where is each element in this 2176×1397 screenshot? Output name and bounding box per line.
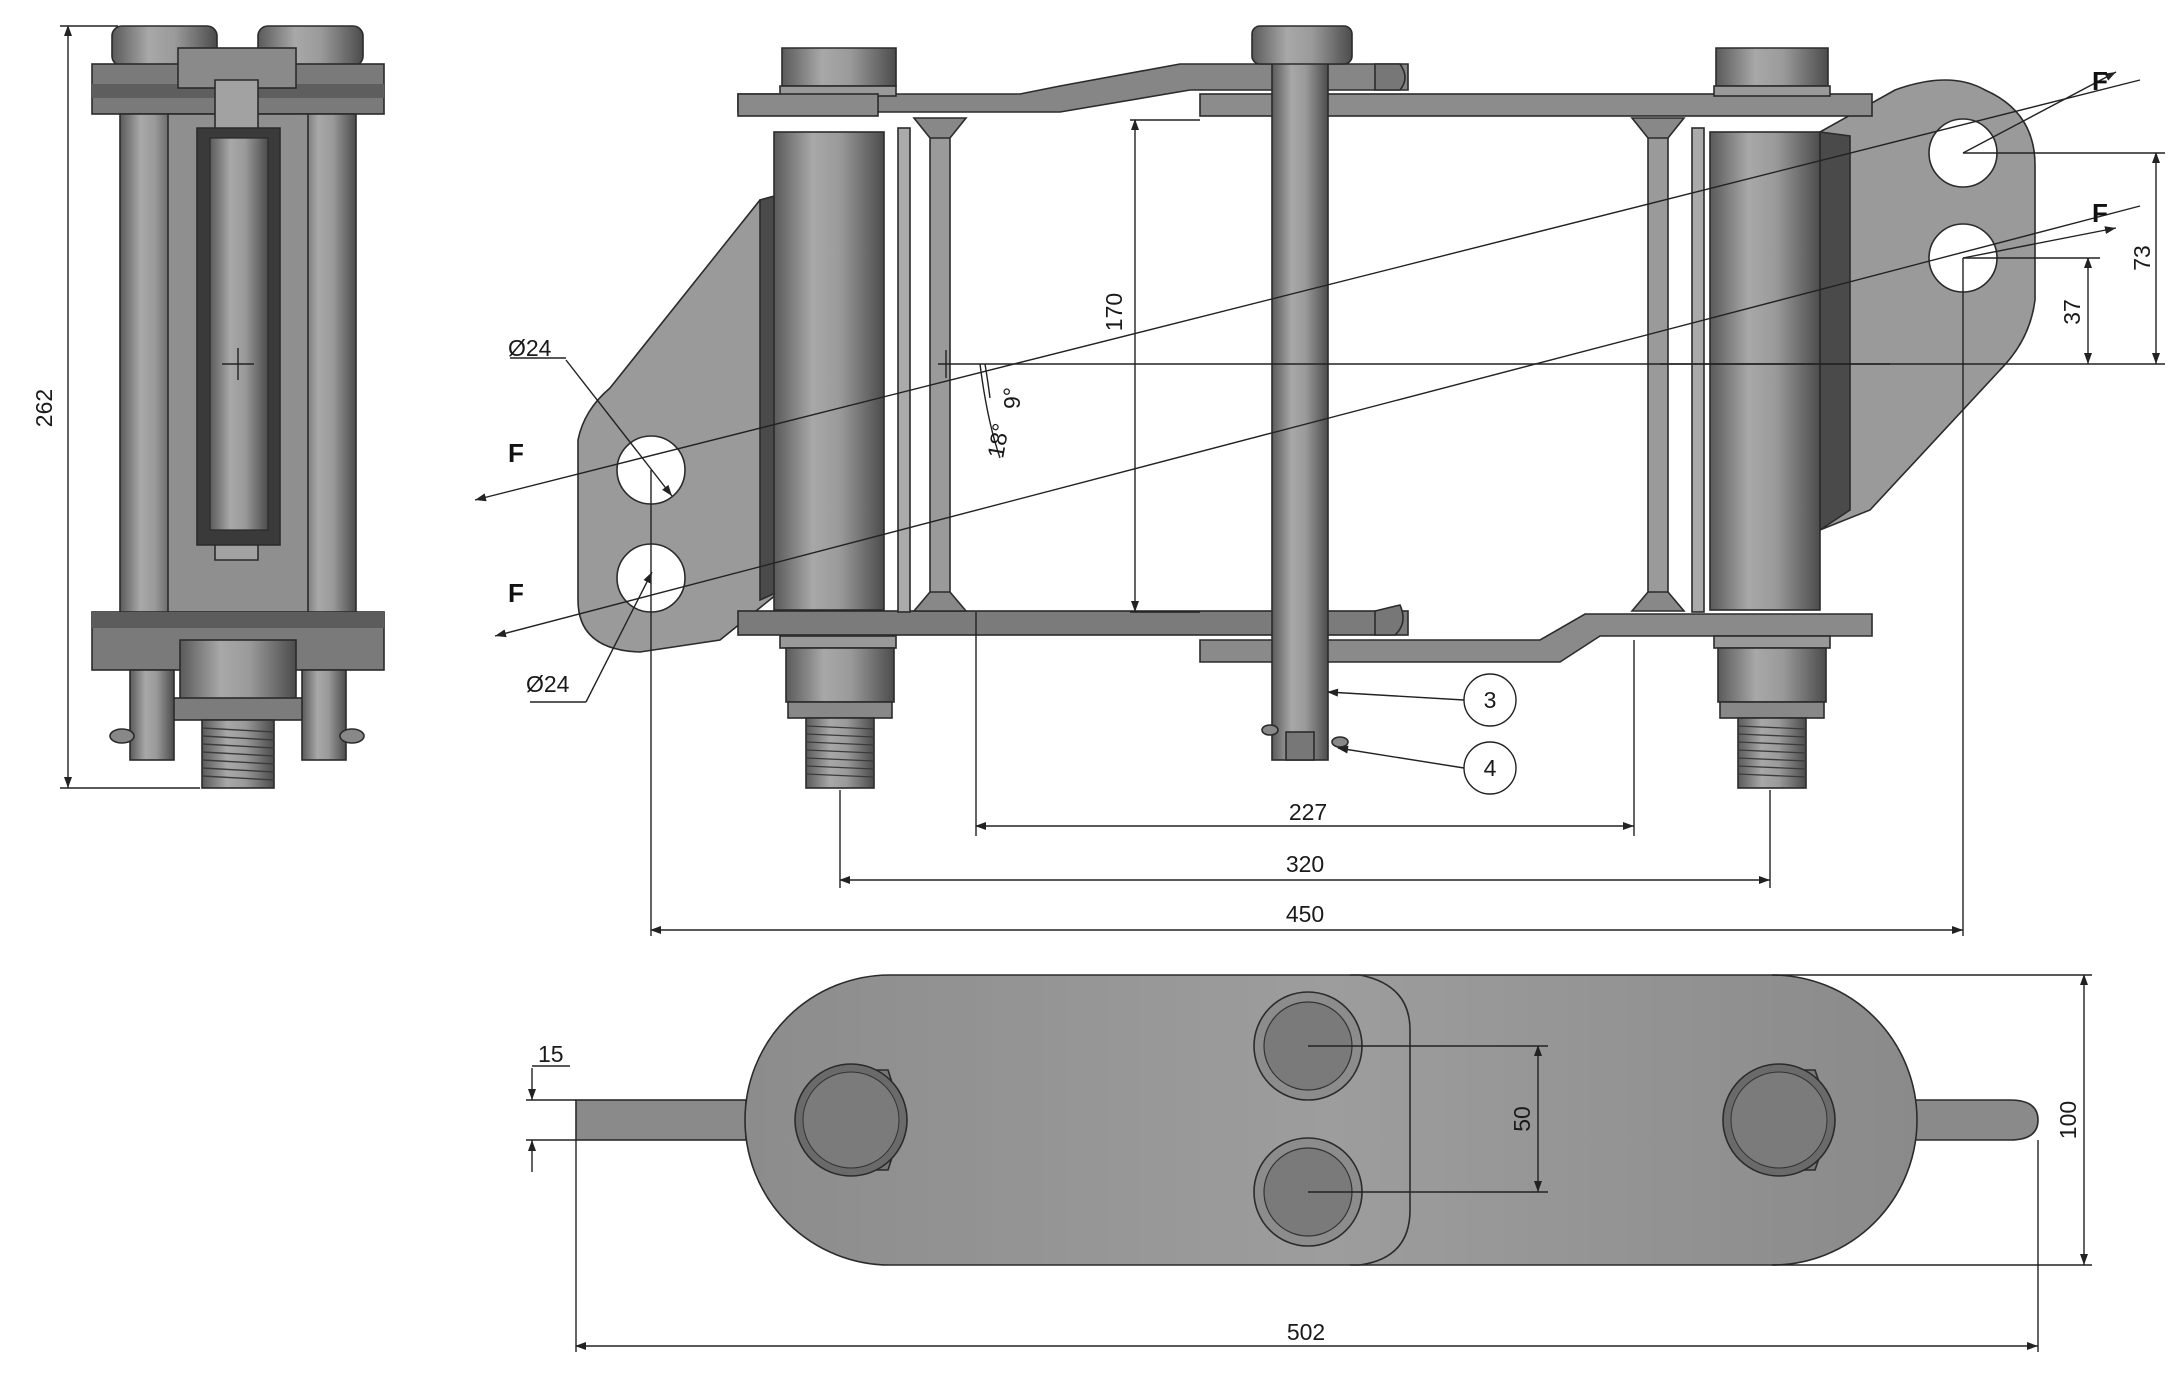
front-left-nut (785, 647, 895, 703)
dim-502: 502 (1287, 1319, 1325, 1345)
callout-4-label: 4 (1484, 755, 1497, 781)
dim-170: 170 (1101, 293, 1127, 331)
force-line-left-top (474, 79, 2141, 502)
force-line-left-bottom (494, 205, 2141, 638)
dim-37: 37 (2059, 299, 2085, 325)
front-right-column (1709, 131, 1821, 611)
force-label-right-top: F (2092, 66, 2108, 96)
dim-450: 450 (1286, 901, 1324, 927)
top-left-tab (575, 1099, 747, 1141)
dim-50: 50 (1509, 1106, 1535, 1132)
dim-15: 15 (538, 1041, 564, 1067)
front-left-strut (929, 119, 951, 611)
force-label-left-top: F (508, 438, 524, 468)
dim-227: 227 (1289, 799, 1327, 825)
dim-angle-18: 18° (982, 421, 1014, 460)
side-nut (179, 639, 297, 701)
front-left-lug (577, 192, 783, 653)
front-right-strut (1647, 119, 1669, 611)
front-right-bolt-head (1715, 47, 1829, 87)
front-top-link (737, 63, 1409, 113)
callout-3 (1463, 673, 1517, 727)
dim-320: 320 (1286, 851, 1324, 877)
dim-100: 100 (2055, 1101, 2081, 1139)
front-center-pin-head (1251, 25, 1353, 65)
front-view: 9° 18° 170 Ø24 Ø24 F F F F 73 37 3 4 (474, 25, 2165, 936)
force-label-left-bottom: F (508, 578, 524, 608)
front-cotter-pin (1285, 731, 1315, 761)
front-left-bolt-head (781, 47, 897, 87)
front-left-column (773, 131, 885, 611)
side-view: 262 (31, 25, 385, 789)
top-view: 50 15 100 502 (526, 974, 2092, 1352)
dim-73: 73 (2129, 245, 2155, 271)
front-center-pin (1271, 59, 1329, 761)
callout-3-label: 3 (1484, 687, 1497, 713)
dim-hole-dia-bottom: Ø24 (526, 671, 570, 697)
dim-hole-dia-top: Ø24 (508, 335, 552, 361)
front-right-nut (1717, 647, 1827, 703)
dim-angle-9: 9° (999, 387, 1025, 409)
force-label-right-bottom: F (2092, 198, 2108, 228)
front-right-lug (1819, 79, 2036, 532)
callout-4 (1463, 741, 1517, 795)
dim-262: 262 (31, 389, 57, 427)
